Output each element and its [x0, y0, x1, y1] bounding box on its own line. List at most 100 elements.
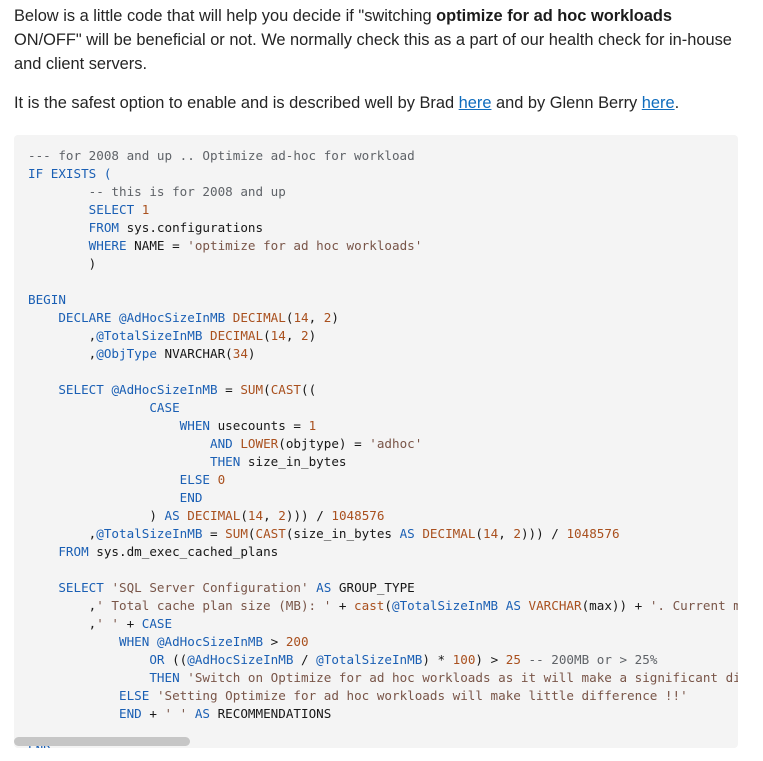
code-token: (	[247, 526, 256, 541]
code-token	[149, 634, 157, 649]
code-token	[111, 310, 119, 325]
code-token: ) >	[475, 652, 506, 667]
code-token: 2	[323, 310, 332, 325]
code-token: ,	[28, 598, 97, 613]
scrollbar-thumb[interactable]	[14, 737, 190, 746]
code-line: WHEN usecounts = 1	[28, 417, 738, 435]
code-token: AS	[505, 598, 521, 613]
code-token: 2	[278, 508, 286, 523]
code-token	[521, 652, 529, 667]
article-body: Below is a little code that will help yo…	[0, 0, 763, 115]
code-token: FROM	[58, 544, 89, 559]
code-line: FROM sys.dm_exec_cached_plans	[28, 543, 738, 561]
code-token: BEGIN	[28, 292, 66, 307]
code-token: @AdHocSizeInMB	[111, 382, 218, 397]
code-token: 1048576	[566, 526, 620, 541]
code-line: IF EXISTS (	[28, 165, 738, 183]
code-token: usecounts =	[210, 418, 309, 433]
code-token: IF EXISTS (	[28, 166, 112, 181]
code-token	[28, 652, 149, 667]
code-token: =	[217, 382, 241, 397]
code-token: DECLARE	[58, 310, 112, 325]
code-line: ,@TotalSizeInMB = SUM(CAST(size_in_bytes…	[28, 525, 738, 543]
code-token: CAST	[270, 382, 302, 397]
code-token	[28, 400, 149, 415]
code-token: @TotalSizeInMB	[96, 328, 203, 343]
brad-here-link[interactable]: here	[458, 94, 492, 112]
code-token: NVARCHAR(	[156, 346, 233, 361]
code-token: +	[119, 616, 142, 631]
code-token	[28, 310, 58, 325]
code-line: AND LOWER(objtype) = 'adhoc'	[28, 435, 738, 453]
code-line: -- this is for 2008 and up	[28, 183, 738, 201]
code-token: ,	[263, 508, 279, 523]
code-token: )	[331, 310, 339, 325]
code-token: 100	[452, 652, 476, 667]
code-token	[28, 454, 210, 469]
code-token: sys.dm_exec_cached_plans	[88, 544, 279, 559]
code-token: size_in_bytes	[240, 454, 347, 469]
code-token	[28, 544, 58, 559]
horizontal-scrollbar[interactable]	[14, 736, 738, 748]
intro-text-end: ON/OFF" will be beneficial or not. We no…	[14, 31, 732, 73]
code-token	[187, 706, 195, 721]
code-token: ))) /	[285, 508, 332, 523]
code-token	[28, 670, 149, 685]
code-token	[134, 202, 142, 217]
code-token: LOWER	[240, 436, 279, 451]
code-token: 'Setting Optimize for ad hoc workloads w…	[156, 688, 688, 703]
code-token	[225, 310, 233, 325]
code-token	[28, 706, 119, 721]
code-token: THEN	[149, 670, 180, 685]
code-token: END	[119, 706, 142, 721]
intro-paragraph: Below is a little code that will help yo…	[14, 4, 737, 76]
code-token: ELSE	[179, 472, 210, 487]
code-line: ,@ObjType NVARCHAR(34)	[28, 345, 738, 363]
code-token: SELECT	[58, 382, 104, 397]
code-token: DECIMAL	[232, 310, 286, 325]
code-token: CASE	[149, 400, 180, 415]
code-token: @TotalSizeInMB	[391, 598, 499, 613]
code-token: 'adhoc'	[369, 436, 423, 451]
code-token: 14	[270, 328, 286, 343]
code-token: AS	[194, 706, 211, 721]
code-token: AS	[316, 580, 332, 595]
code-token: 34	[232, 346, 248, 361]
code-token: CASE	[141, 616, 173, 631]
code-token: -- 200MB or > 25%	[528, 652, 658, 667]
code-token: RECOMMENDATIONS	[210, 706, 332, 721]
code-token	[28, 382, 58, 397]
code-line: SELECT 'SQL Server Configuration' AS GRO…	[28, 579, 738, 597]
code-token: /	[293, 652, 317, 667]
code-token	[28, 238, 89, 253]
code-token	[28, 580, 58, 595]
code-token: 14	[247, 508, 264, 523]
code-token: (	[263, 382, 271, 397]
code-token: ' Total cache plan size (MB): '	[96, 598, 332, 613]
code-token: ,	[28, 526, 97, 541]
code-token	[28, 472, 180, 487]
code-block[interactable]: --- for 2008 and up .. Optimize ad-hoc f…	[14, 135, 738, 748]
code-line: WHERE NAME = 'optimize for ad hoc worklo…	[28, 237, 738, 255]
code-line	[28, 561, 738, 579]
code-line: END	[28, 489, 738, 507]
code-token: FROM	[88, 220, 120, 235]
code-token	[28, 220, 89, 235]
code-line	[28, 273, 738, 291]
code-token: 2	[513, 526, 521, 541]
code-token: AS	[399, 526, 415, 541]
glenn-berry-here-link[interactable]: here	[641, 94, 675, 112]
code-token: @TotalSizeInMB	[96, 526, 203, 541]
code-token: 1	[141, 202, 150, 217]
code-token: ,	[28, 328, 97, 343]
code-token: -- this is for 2008 and up	[88, 184, 286, 199]
code-token: ,	[28, 616, 97, 631]
code-token: 14	[483, 526, 499, 541]
code-token: )	[28, 508, 165, 523]
code-token: ' '	[96, 616, 119, 631]
code-token: 1048576	[331, 508, 385, 523]
code-token: ((	[301, 382, 317, 397]
code-line	[28, 363, 738, 381]
code-line: THEN 'Switch on Optimize for ad hoc work…	[28, 669, 738, 687]
code-token: @AdHocSizeInMB	[119, 310, 226, 325]
